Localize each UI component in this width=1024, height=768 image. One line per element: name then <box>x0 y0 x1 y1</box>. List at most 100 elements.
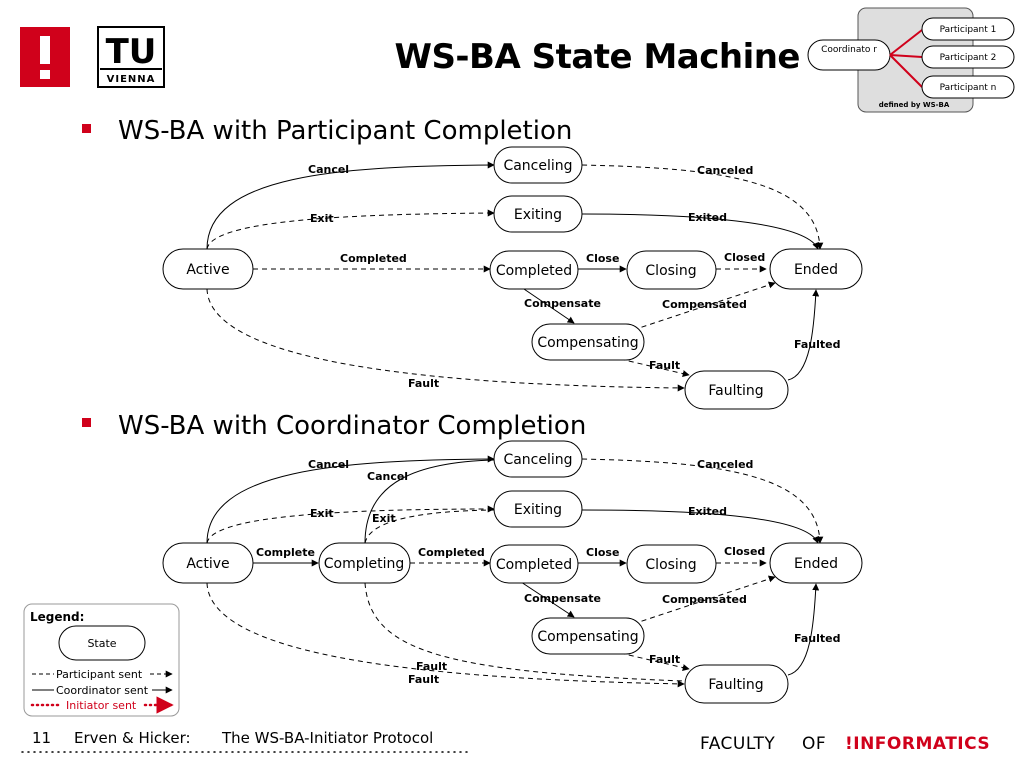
label-compensated: Compensated <box>662 593 747 606</box>
state-compensating-label: Compensating <box>537 335 638 351</box>
inset-coordinator-label: Coordinato r <box>821 45 877 55</box>
state-exiting-label: Exiting <box>514 502 562 518</box>
state-canceling-label: Canceling <box>503 452 572 468</box>
edge-compensate <box>520 581 575 618</box>
edge-compensate <box>520 286 575 324</box>
faculty-word-2: OF <box>802 734 826 754</box>
state-compensating <box>531 323 645 361</box>
state-completed <box>489 250 579 290</box>
inset-participant-box <box>921 75 1015 99</box>
edge-compensated <box>632 281 776 331</box>
edge-exit <box>206 209 495 250</box>
footer-subtitle: The WS-BA-Initiator Protocol <box>221 729 433 747</box>
edge-cancel <box>206 161 495 250</box>
edge-fault-comp <box>619 358 690 377</box>
label-faulted: Faulted <box>794 338 841 351</box>
section-heading-coordinator: WS-BA with Coordinator Completion <box>118 411 586 441</box>
state-closing-label: Closing <box>645 263 696 279</box>
state-completed-label: Completed <box>496 557 572 573</box>
state-closing-label: Closing <box>645 557 696 573</box>
label-closed: Closed <box>724 545 765 558</box>
label-canceled: Canceled <box>697 458 753 471</box>
inset-caption: defined by WS-BA <box>879 101 950 109</box>
edge-faulted <box>787 583 820 676</box>
label-fault-active: Fault <box>408 377 439 390</box>
state-closing <box>626 544 717 584</box>
state-completed <box>489 544 579 584</box>
label-exited: Exited <box>688 211 727 224</box>
label-exited: Exited <box>688 505 727 518</box>
footer: 11 Erven & Hicker: The WS-BA-Initiator P… <box>21 729 990 754</box>
tu-vienna-logo: TU VIENNA <box>97 26 165 88</box>
edge-fault-comp <box>619 652 690 671</box>
label-compensate: Compensate <box>524 592 601 605</box>
page-title: WS-BA State Machine <box>394 37 800 77</box>
coordinator-completion-diagram: Cancel Cancel Canceled Exit Exit Exited … <box>162 440 863 704</box>
label-completed: Completed <box>340 252 407 265</box>
edge-fault-active <box>206 288 685 392</box>
edge-canceled <box>581 458 824 544</box>
edge-cancel-completing <box>364 459 495 544</box>
edge-compensated <box>632 575 776 625</box>
state-completed-label: Completed <box>496 263 572 279</box>
state-faulting <box>684 370 789 410</box>
legend-state-shape <box>58 625 146 661</box>
label-compensate: Compensate <box>524 297 601 310</box>
label-compensated: Compensated <box>662 298 747 311</box>
state-faulting-label: Faulting <box>708 677 763 693</box>
edge-exited <box>581 509 819 544</box>
state-active <box>162 248 254 290</box>
label-fault-active: Fault <box>408 673 439 686</box>
faculty-word-3: !INFORMATICS <box>845 734 990 754</box>
edge-faulted <box>787 289 820 381</box>
state-faulting-label: Faulting <box>708 383 763 399</box>
legend-initiator-label: Initiator sent <box>66 699 137 712</box>
legend-state-label: State <box>87 637 116 650</box>
state-faulting <box>684 664 789 704</box>
state-canceling <box>493 146 583 184</box>
inset-participant-n: Participant n <box>940 83 997 93</box>
legend-participant-label: Participant sent <box>56 668 143 681</box>
label-close: Close <box>586 546 619 559</box>
state-exiting <box>493 490 583 528</box>
state-active-label: Active <box>186 262 229 278</box>
inset-participant-box <box>921 45 1015 69</box>
inset-participant-2: Participant 2 <box>940 53 997 63</box>
label-exit: Exit <box>310 212 334 225</box>
state-canceling <box>493 440 583 478</box>
page-number: 11 <box>32 729 51 747</box>
label-exit: Exit <box>310 507 334 520</box>
label-cancel: Cancel <box>308 163 349 176</box>
legend-coordinator-label: Coordinator sent <box>56 684 149 697</box>
label-complete: Complete <box>256 546 315 559</box>
edge-exit-completing <box>364 509 495 544</box>
faculty-word-1: FACULTY <box>700 734 775 754</box>
state-compensating-label: Compensating <box>537 629 638 645</box>
label-fault-comp: Fault <box>649 653 680 666</box>
legend-title: Legend: <box>30 610 84 624</box>
state-active-label: Active <box>186 556 229 572</box>
label-closed: Closed <box>724 251 765 264</box>
state-completing-label: Completing <box>324 556 405 572</box>
label-exit-completing: Exit <box>372 512 396 525</box>
label-fault-completing: Fault <box>416 660 447 673</box>
state-ended <box>769 542 863 584</box>
bullet-icon <box>82 124 91 133</box>
architecture-inset: Coordinato r Participant 1 Participant 2… <box>807 7 1015 113</box>
edge-exited <box>581 213 819 250</box>
inset-participant-box <box>921 17 1015 41</box>
state-completing <box>318 542 411 584</box>
legend: Legend: State Participant sent Coordinat… <box>23 603 180 717</box>
state-ended-label: Ended <box>794 262 838 278</box>
footer-authors: Erven & Hicker: <box>74 729 191 747</box>
label-fault-comp: Fault <box>649 359 680 372</box>
edge-fault-active <box>206 582 685 688</box>
state-exiting <box>493 195 583 233</box>
state-active <box>162 542 254 584</box>
section-heading-participant: WS-BA with Participant Completion <box>118 116 572 146</box>
label-canceled: Canceled <box>697 164 753 177</box>
logo-main-text: TU <box>106 32 157 72</box>
label-cancel-completing: Cancel <box>367 470 408 483</box>
state-compensating <box>531 617 645 655</box>
